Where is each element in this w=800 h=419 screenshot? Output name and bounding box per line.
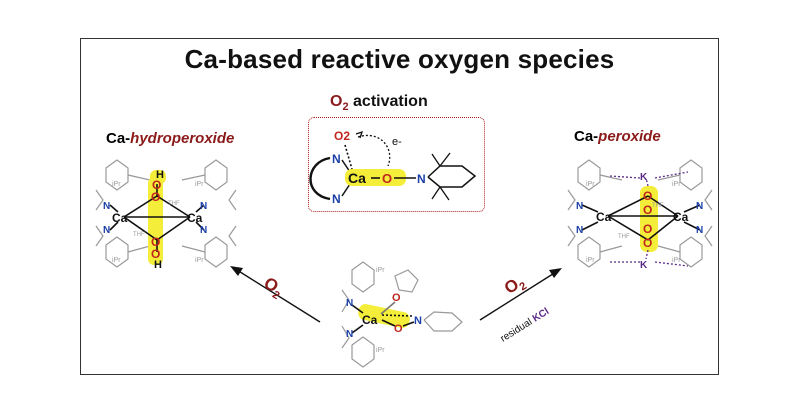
o2-activation-o: O: [330, 93, 343, 110]
right-n-2: N: [576, 225, 583, 236]
left-ca-2: Ca: [187, 211, 203, 225]
start-ca: Ca: [362, 313, 378, 327]
right-n-3: N: [696, 201, 703, 212]
right-k-2: K: [640, 260, 648, 271]
arrow-left-o2: O2: [259, 273, 287, 302]
right-ipr-2: iPr: [672, 181, 681, 188]
arrow-right-o2: O2: [501, 271, 529, 300]
right-ipr-4: iPr: [672, 257, 681, 264]
left-thf-2: THF: [133, 232, 145, 238]
left-h-1: H: [156, 169, 164, 181]
right-k-1: K: [640, 172, 648, 183]
right-thf-1: THF: [652, 203, 664, 209]
activation-electron: e-: [392, 136, 402, 148]
arrow-right-condition: residual KCl: [499, 306, 552, 345]
ca-peroxide-word: peroxide: [598, 128, 661, 145]
right-ipr-3: iPr: [586, 257, 595, 264]
right-o-1: O: [643, 189, 652, 203]
ca-hydroperoxide-prefix: Ca-: [106, 130, 131, 147]
right-o-2: O: [643, 203, 652, 217]
start-n-tmp: N: [414, 315, 422, 327]
left-ipr-1: iPr: [112, 181, 121, 188]
left-ipr-2: iPr: [195, 181, 204, 188]
scheme-title: Ca-based reactive oxygen species: [184, 44, 615, 74]
right-ca-1: Ca: [596, 210, 612, 224]
activation-o2: O2: [334, 129, 350, 143]
left-n-3: N: [200, 201, 207, 212]
left-ca-1: Ca: [112, 211, 128, 225]
left-o-1: O: [151, 190, 160, 204]
start-n-2: N: [346, 329, 353, 340]
right-n-1: N: [576, 201, 583, 212]
left-n-1: N: [103, 201, 110, 212]
ca-hydroperoxide-label: Ca-hydroperoxide: [106, 130, 234, 147]
arrow-to-hydroperoxide: [236, 269, 321, 323]
o2-activation-heading: O2 activation: [330, 93, 428, 113]
arrow-right-sub: 2: [517, 280, 529, 293]
activation-n-top: N: [332, 152, 341, 166]
left-ipr-3: iPr: [112, 257, 121, 264]
start-ipr-2: iPr: [376, 347, 385, 354]
right-o-4: O: [643, 236, 652, 250]
right-o-3: O: [643, 222, 652, 236]
o2-activation-sub: 2: [342, 101, 349, 114]
activation-n-bottom: N: [332, 192, 341, 206]
arrow-left-sub: 2: [270, 289, 282, 302]
left-thf-1: THF: [168, 201, 180, 207]
activation-o: O: [382, 171, 392, 186]
left-o-2: O: [152, 178, 161, 192]
start-o: O: [394, 323, 403, 335]
arrow-right-cond-salt: KCl: [531, 306, 552, 325]
arrow-to-peroxide: [479, 271, 557, 321]
ca-hydroperoxide-word: hydroperoxide: [130, 130, 235, 147]
right-ca-2: Ca: [673, 210, 689, 224]
activation-ca: Ca: [348, 170, 366, 186]
right-thf-2: THF: [618, 234, 630, 240]
start-ipr-1: iPr: [376, 267, 385, 274]
left-n-4: N: [200, 225, 207, 236]
ca-peroxide-label: Ca-peroxide: [574, 128, 661, 145]
start-o-thf: O: [392, 292, 401, 304]
left-ipr-4: iPr: [195, 257, 204, 264]
left-n-2: N: [103, 225, 110, 236]
arrow-right-cond-prefix: residual: [499, 315, 537, 344]
left-h-2: H: [154, 259, 162, 271]
left-o-4: O: [151, 247, 160, 261]
arrow-right-head: [549, 268, 562, 278]
ca-peroxide-prefix: Ca-: [574, 128, 599, 145]
activation-n-tmp: N: [417, 172, 426, 186]
activation-box: [308, 117, 485, 212]
o2-activation-text: activation: [348, 93, 428, 110]
right-ipr-1: iPr: [586, 181, 595, 188]
start-n-1: N: [346, 298, 353, 309]
left-o-3: O: [151, 235, 160, 249]
arrow-left-head: [230, 266, 243, 276]
right-n-4: N: [696, 225, 703, 236]
